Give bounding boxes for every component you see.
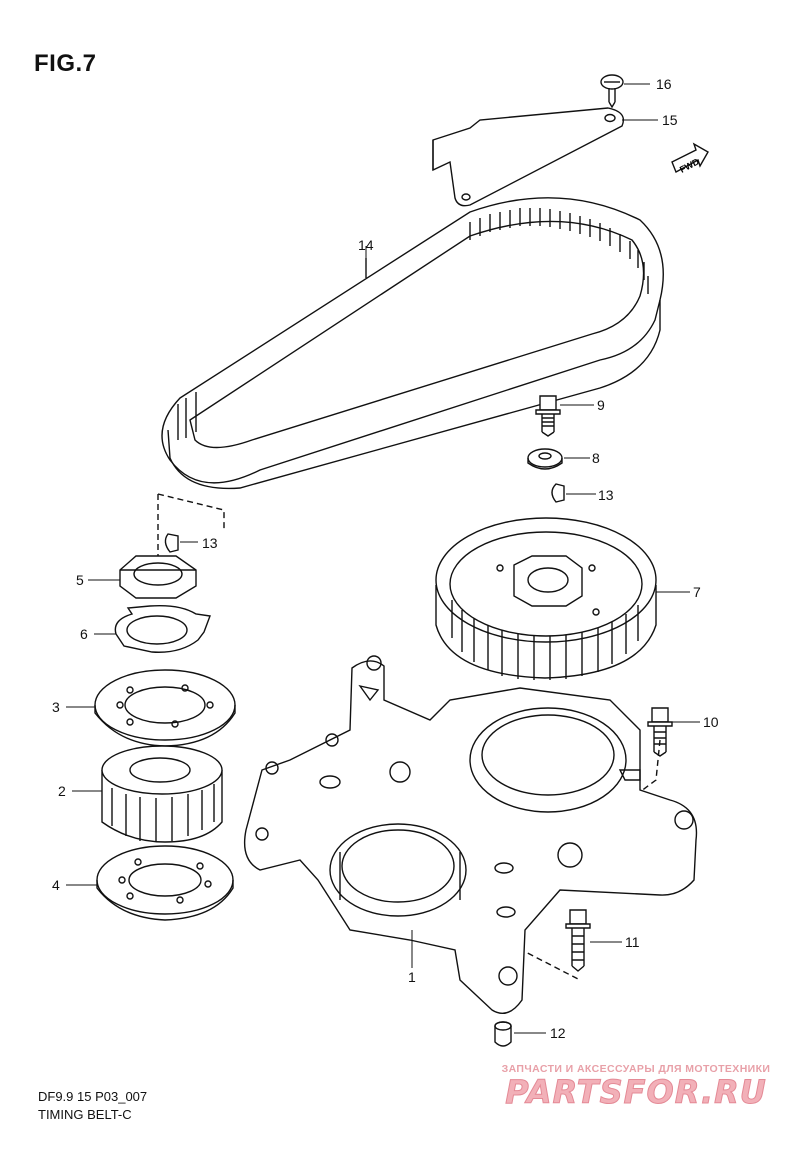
callout-1: 1 [408, 969, 416, 985]
callout-3: 3 [52, 699, 60, 715]
part-8-washer[interactable] [527, 448, 563, 470]
part-10-bolt[interactable] [647, 707, 673, 757]
part-5-nut[interactable] [119, 555, 197, 599]
part-12-dowel-pin[interactable] [494, 1021, 512, 1047]
part-4-plate[interactable] [96, 845, 234, 921]
callout-9: 9 [597, 397, 605, 413]
figure-title: FIG.7 [34, 50, 97, 77]
part-1-housing[interactable] [243, 655, 698, 1014]
callout-15: 15 [662, 112, 678, 128]
fwd-arrow-icon [671, 142, 709, 173]
callout-5: 5 [76, 572, 84, 588]
watermark: ЗАПЧАСТИ И АКСЕССУАРЫ ДЛЯ МОТОТЕХНИКИ PA… [486, 1063, 786, 1112]
part-9-bolt[interactable] [535, 395, 561, 437]
part-11-bolt[interactable] [565, 909, 591, 972]
part-6-lock-washer[interactable] [114, 604, 211, 653]
callout-16: 16 [656, 76, 672, 92]
callout-8: 8 [592, 450, 600, 466]
callout-6: 6 [80, 626, 88, 642]
callout-4: 4 [52, 877, 60, 893]
part-14-timing-belt[interactable] [161, 197, 664, 490]
part-7-driven-sprocket[interactable] [435, 517, 657, 680]
callout-12: 12 [550, 1025, 566, 1041]
part-2-crank-sprocket[interactable] [101, 745, 223, 843]
leader-lines [66, 83, 700, 1034]
figure-caption: TIMING BELT-C [38, 1107, 132, 1122]
part-13-key-lower[interactable] [164, 533, 179, 553]
watermark-logo: PARTSFOR.RU [505, 1073, 767, 1112]
callout-13-lower: 13 [202, 535, 218, 551]
part-13-key-upper[interactable] [551, 483, 565, 503]
callout-11: 11 [625, 934, 640, 950]
watermark-tagline: ЗАПЧАСТИ И АКСЕССУАРЫ ДЛЯ МОТОТЕХНИКИ [501, 1063, 771, 1075]
part-15-bracket[interactable] [432, 107, 625, 207]
callout-10: 10 [703, 714, 719, 730]
callout-13-upper: 13 [598, 487, 614, 503]
part-3-plate[interactable] [94, 669, 236, 747]
figure-reference: DF9.9 15 P03_007 TIMING BELT-C [38, 1088, 147, 1124]
figure-code: DF9.9 15 P03_007 [38, 1089, 148, 1104]
part-16-screw[interactable] [600, 74, 624, 109]
callout-7: 7 [693, 584, 701, 600]
callout-2: 2 [58, 783, 66, 799]
callout-14: 14 [358, 237, 374, 253]
